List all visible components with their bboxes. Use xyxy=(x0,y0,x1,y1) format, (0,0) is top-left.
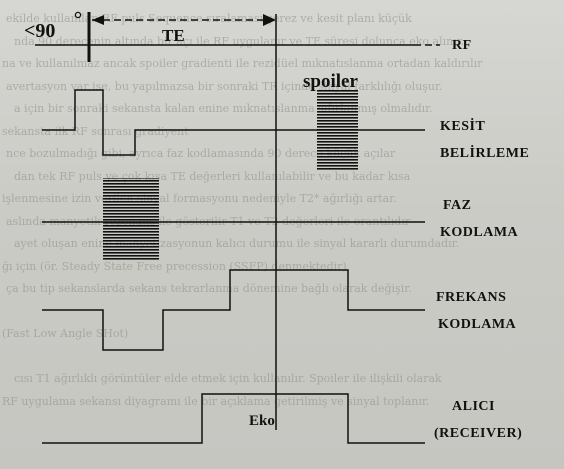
spoiler-label: spoiler xyxy=(303,71,358,92)
row-label-rf: RF xyxy=(452,38,472,53)
background-text-line: na ve kullanılmaz ancak spoiler gradient… xyxy=(2,57,483,70)
te-arrow xyxy=(92,14,276,26)
te-label: TE xyxy=(162,26,185,45)
background-text-line: ça bu tip sekanslarda sekans tekrarlanma… xyxy=(6,282,412,295)
receiver-waveform xyxy=(42,393,425,444)
background-text-line: avertasyon var ise, bu yapılmazsa bir so… xyxy=(6,79,443,93)
degree-symbol xyxy=(74,11,82,19)
row-label-phase-encoding: FAZ KODLAMA xyxy=(440,198,519,240)
flip-angle-label: <90 xyxy=(24,20,55,42)
frequency-encode-waveform xyxy=(42,269,425,351)
background-text-line: cısı T1 ağırlıklı görüntüler elde etmek … xyxy=(14,372,442,385)
spoiler-gradient-block xyxy=(317,90,358,170)
row-label-receiver: ALICI (RECEIVER) xyxy=(434,399,523,441)
background-text-line: (Fast Low Angle SHot) xyxy=(2,327,129,340)
row-label-slice-selection: KESİT BELİRLEME xyxy=(440,119,530,161)
background-text-line: RF uygulama sekansı diyagramı ile bir aç… xyxy=(2,394,430,408)
background-text-line: sekansta ilk RF sonrası gradiyent xyxy=(2,124,189,138)
background-text-line: ekilde kullanılan RF puls Sequence sıral… xyxy=(6,12,412,25)
background-text-line: işlenmesine izin verilen sinyal formasyo… xyxy=(2,192,397,205)
slice-select-waveform xyxy=(42,89,425,156)
phase-encode-gradient-block xyxy=(103,178,159,261)
row-label-frequency-encoding: FREKANS KODLAMA xyxy=(436,290,517,332)
echo-label: Eko xyxy=(249,413,275,429)
